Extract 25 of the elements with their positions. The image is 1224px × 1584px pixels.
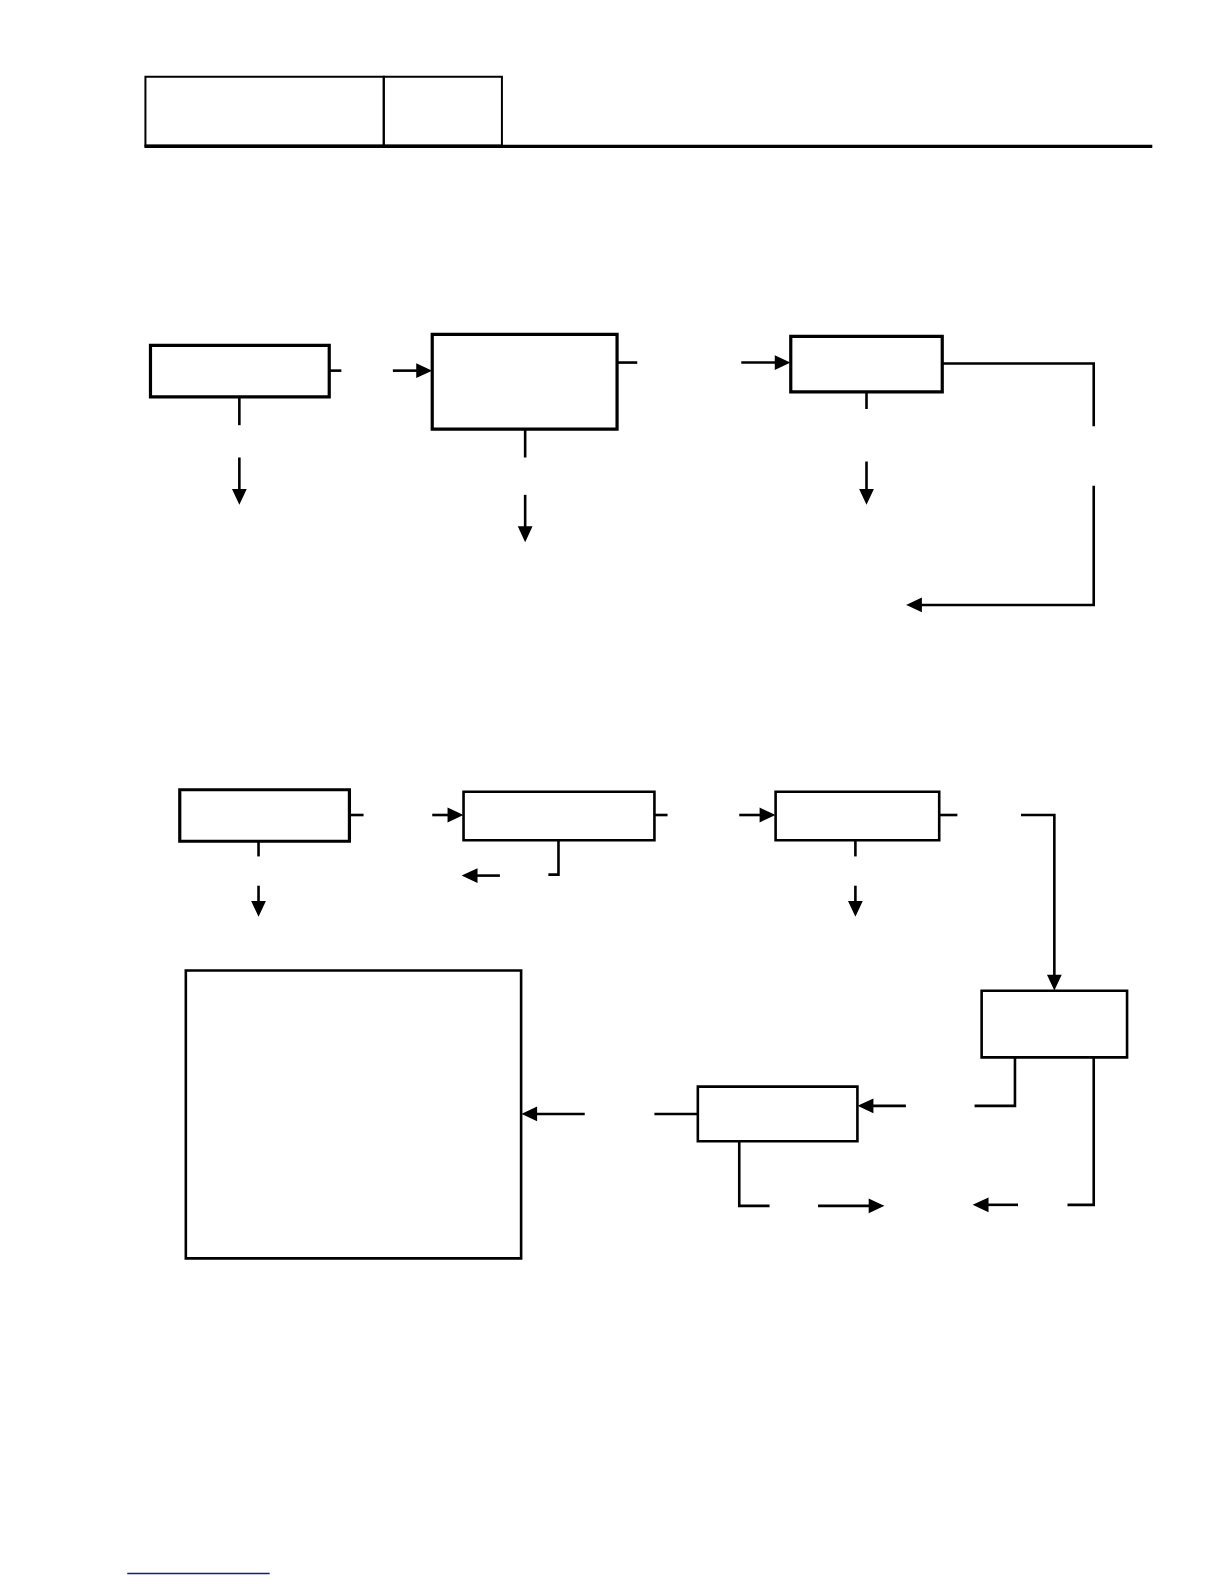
process-box <box>148 343 331 399</box>
process-box <box>774 790 941 842</box>
connector-line <box>974 1057 1017 1108</box>
connector-line <box>654 1112 698 1116</box>
connector-line <box>939 813 958 817</box>
connector-line <box>865 391 868 409</box>
process-box <box>462 790 656 842</box>
connector-line <box>737 1141 770 1208</box>
process-box <box>430 332 619 431</box>
connector-line <box>329 369 342 372</box>
connector-line <box>1067 1057 1095 1207</box>
connector-line <box>617 361 638 364</box>
process-box <box>184 969 523 1260</box>
connector-line <box>942 362 1095 427</box>
connector-line <box>238 396 241 426</box>
process-box <box>789 334 944 394</box>
process-box <box>696 1085 859 1143</box>
connector-line <box>654 813 668 817</box>
connector-line <box>854 840 857 857</box>
process-box <box>178 788 352 843</box>
process-box <box>980 989 1129 1059</box>
connector-line <box>257 841 260 857</box>
connector-line <box>523 429 527 458</box>
connector-line <box>349 813 364 817</box>
connector-line <box>548 840 560 876</box>
